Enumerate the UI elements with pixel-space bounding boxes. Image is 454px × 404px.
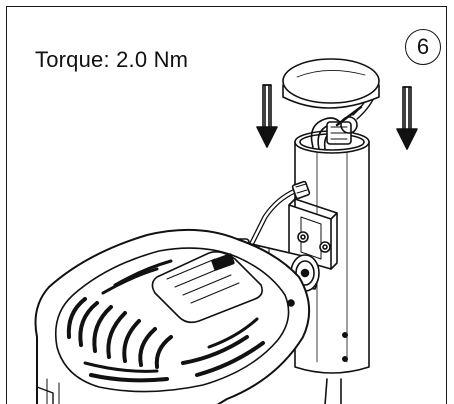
hose-fitting: [248, 180, 311, 248]
diagram-frame: Torque: 2.0 Nm 6: [6, 6, 447, 404]
unit-body: [34, 228, 311, 404]
down-arrow-icon: [396, 86, 418, 150]
mounting-bracket: [288, 198, 338, 270]
step-number-badge: 6: [405, 29, 441, 65]
assembly-illustration: [34, 58, 418, 404]
down-arrow-icon: [256, 84, 278, 148]
torque-label: Torque: 2.0 Nm: [35, 47, 189, 72]
tube-cap: [282, 58, 380, 109]
